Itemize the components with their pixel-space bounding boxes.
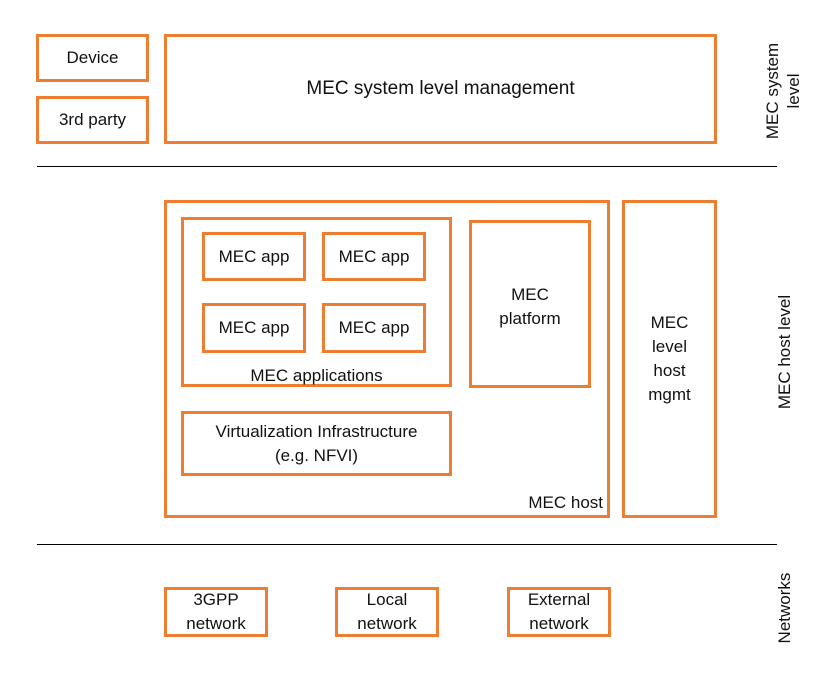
mec-app-label: MEC app <box>218 246 290 266</box>
mec-app-label: MEC app <box>338 318 410 337</box>
mec-applications-box <box>181 217 452 387</box>
mec-app-box: MEC app <box>322 232 426 281</box>
level-label-host: MEC host level <box>775 294 794 410</box>
system-level-management-box: MEC system level management <box>164 34 717 144</box>
mec-host-level-mgmt-box: MEC level host mgmt <box>622 200 717 518</box>
mec-platform-label: MEC platform <box>499 285 561 328</box>
mec-host-box <box>164 200 610 518</box>
third-party-label: 3rd party <box>58 110 127 129</box>
device-box: Device <box>36 34 149 82</box>
network-3gpp-box: 3GPP network <box>164 587 268 637</box>
system-level-management-label: MEC system level management <box>306 78 575 99</box>
mec-app-box: MEC app <box>202 303 306 353</box>
mec-host-level-mgmt-label: MEC level host mgmt <box>648 313 691 404</box>
third-party-box: 3rd party <box>36 96 149 144</box>
mec-app-box: MEC app <box>322 303 426 353</box>
network-local-box: Local network <box>335 587 439 637</box>
network-external-box: External network <box>507 587 611 637</box>
network-external-label: External network <box>527 590 591 633</box>
network-local-label: Local network <box>357 590 417 633</box>
mec-app-box: MEC app <box>202 232 306 281</box>
mec-platform-box: MEC platform <box>469 220 591 388</box>
mec-applications-label: MEC applications <box>250 366 383 385</box>
level-label-system: MEC system level <box>763 42 803 140</box>
separator-top <box>37 166 777 167</box>
separator-bottom <box>37 544 777 545</box>
level-label-networks: Networks <box>775 572 794 644</box>
virtualization-infrastructure-label: Virtualization Infrastructure (e.g. NFVI… <box>215 421 418 465</box>
device-label: Device <box>66 48 119 67</box>
network-3gpp-label: 3GPP network <box>186 590 246 633</box>
mec-app-label: MEC app <box>338 246 410 266</box>
mec-app-label: MEC app <box>218 318 290 337</box>
mec-host-label: MEC host <box>528 493 603 512</box>
virtualization-infrastructure-box: Virtualization Infrastructure (e.g. NFVI… <box>181 411 452 476</box>
